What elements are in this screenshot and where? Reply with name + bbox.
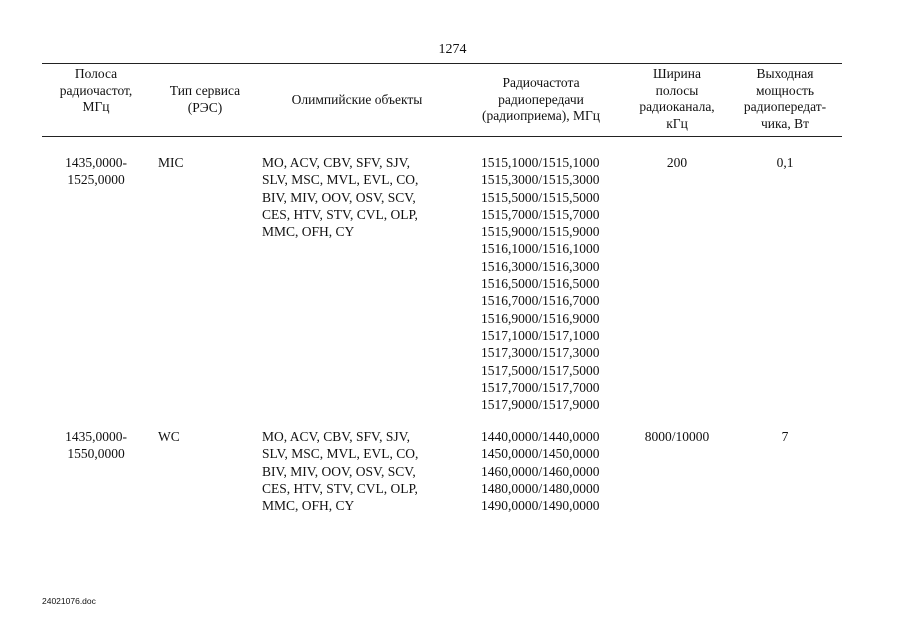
row1-bandwidth: 200 (666, 155, 688, 170)
header-objects: Олимпийские объекты (291, 92, 423, 107)
row1-objects: MO, ACV, CBV, SFV, SJV,SLV, MSC, MVL, EV… (262, 155, 419, 240)
row1-service: MIC (158, 155, 184, 170)
header-service: Тип сервиса(РЭС) (169, 83, 241, 115)
row2-band: 1435,0000-1550,0000 (65, 429, 127, 462)
row2-bandwidth: 8000/10000 (644, 429, 710, 444)
table-top-rule (42, 63, 842, 64)
row1-band: 1435,0000-1525,0000 (65, 155, 127, 188)
row2-power: 7 (781, 429, 789, 444)
row1-power: 0,1 (776, 155, 794, 170)
page-number: 1274 (438, 42, 467, 57)
footer-filename: 24021076.doc (42, 596, 96, 606)
table-header-rule (42, 136, 842, 137)
row2-objects: MO, ACV, CBV, SFV, SJV,SLV, MSC, MVL, EV… (262, 429, 419, 514)
row2-service: WC (158, 429, 180, 444)
